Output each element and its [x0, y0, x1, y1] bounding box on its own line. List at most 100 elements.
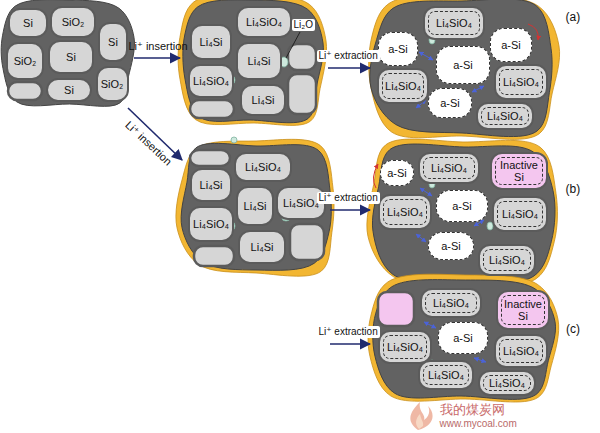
- grain: a-Si: [438, 322, 488, 354]
- phase-label: Li₄SiO₄: [387, 206, 423, 218]
- grain: SiO₂: [50, 6, 96, 38]
- phase-label: Li₄Si: [248, 55, 271, 67]
- annotation: Li⁺ insertion: [122, 118, 174, 167]
- sei-shell: [176, 139, 334, 276]
- phase-label: Si: [66, 51, 76, 63]
- annotation: Li₂O: [292, 19, 315, 31]
- annotation: Li⁺ extraction: [317, 50, 380, 62]
- phase-label: Li₄SiO₄: [246, 16, 282, 28]
- phase-label: Li₄SiO₄: [385, 80, 421, 92]
- phase-label: Li₄SiO₄: [503, 76, 539, 88]
- grain: SiO₂: [96, 66, 129, 102]
- phase-label: Li₄Si: [252, 94, 275, 106]
- grain: Li₄SiO₄: [377, 68, 429, 104]
- grain: [288, 44, 316, 70]
- grain: Li₄Si: [190, 24, 232, 60]
- grain: Si: [46, 78, 92, 102]
- grain: Li₄SiO₄: [423, 6, 485, 40]
- phase-label: Li₄SiO₄: [428, 369, 464, 381]
- matrix: [181, 143, 331, 270]
- grain: Si: [48, 40, 94, 74]
- grain: Li₄SiO₄: [492, 196, 548, 232]
- grain: Inactive Si: [496, 290, 550, 330]
- phase-label: Li₄Si: [200, 179, 223, 191]
- phase-label: Li₄SiO₄: [283, 197, 319, 209]
- sei-shell: [369, 0, 560, 139]
- grain: Li₄SiO₄: [188, 206, 234, 242]
- phase-label: SiO₂: [101, 78, 124, 90]
- sei-shell: [368, 274, 559, 402]
- phase-label: Li₄SiO₄: [431, 162, 467, 174]
- grain: a-Si: [436, 190, 488, 222]
- grain: Li₄Si: [236, 42, 282, 80]
- phase-label: Li₄SiO₄: [487, 110, 523, 122]
- phase-label: Li₄SiO₄: [502, 208, 538, 220]
- watermark: www.mycoal.com: [440, 418, 517, 430]
- phase-label: Li₄SiO₄: [489, 254, 525, 266]
- phase-label: Li₄SiO₄: [245, 161, 281, 173]
- phase-label: a-Si: [452, 200, 472, 212]
- grain: Li₄SiO₄: [234, 152, 292, 182]
- grain: Li₄Si: [240, 84, 286, 116]
- grain: Li₄SiO₄: [494, 64, 548, 100]
- grain: Li₄Si: [236, 186, 274, 226]
- reaction-arrow: [328, 67, 370, 69]
- li2o-phase: [231, 137, 237, 143]
- matrix: [373, 280, 556, 400]
- grain: [190, 100, 234, 118]
- grain: a-Si: [380, 160, 414, 186]
- matrix: [372, 144, 555, 283]
- phase-label: a-Si: [453, 332, 473, 344]
- grain: Li₄SiO₄: [236, 6, 292, 38]
- leader-line: [286, 32, 300, 58]
- phase-label: a-Si: [501, 39, 521, 51]
- grain: SiO₂: [6, 42, 44, 80]
- phase-label: Li₄SiO₄: [436, 17, 472, 29]
- diffusion-arrow: [419, 52, 433, 60]
- grain: [194, 246, 234, 266]
- particle-clusters: [1, 0, 559, 402]
- phase-label: a-Si: [453, 59, 473, 71]
- phase-label: Li₄SiO₄: [503, 345, 539, 357]
- phase-label: Si: [108, 36, 118, 48]
- phase-label: Li₄SiO₄: [193, 218, 229, 230]
- grain: a-Si: [490, 28, 532, 62]
- matrix: [370, 0, 552, 137]
- phase-label: SiO₂: [14, 55, 37, 67]
- grain: a-Si: [436, 46, 490, 84]
- trap-arrow: [373, 164, 378, 188]
- panel-label: (b): [566, 183, 581, 197]
- diffusion-arrow: [474, 358, 486, 362]
- matrix: [183, 0, 324, 123]
- phase-label: a-Si: [388, 43, 408, 55]
- reaction-arrow: [330, 343, 370, 345]
- phase-label: Li₄Si: [200, 36, 223, 48]
- grain: Li₄SiO₄: [476, 102, 534, 130]
- grain: Li₄SiO₄: [494, 334, 548, 368]
- annotation: Li⁺ extraction: [317, 192, 380, 204]
- grain: a-Si: [378, 32, 418, 66]
- grain: Inactive Si: [490, 152, 548, 190]
- phase-label: Si: [64, 84, 74, 96]
- grain: Li₄Si: [238, 230, 286, 264]
- watermark: 我的煤炭网: [440, 403, 505, 418]
- grain: [190, 150, 230, 166]
- grain: Si: [8, 8, 48, 38]
- phase-label: SiO₂: [62, 16, 85, 28]
- grain: Li₄SiO₄: [378, 194, 432, 230]
- phase-label: Si: [23, 17, 33, 29]
- grain: Li₄SiO₄: [188, 64, 234, 98]
- sei-shell: [178, 0, 326, 125]
- reaction-arrow: [330, 209, 370, 211]
- diffusion-arrow: [472, 86, 484, 92]
- grain: Li₄SiO₄: [478, 244, 536, 276]
- phase-label: Li₄SiO₄: [387, 341, 423, 353]
- phase-label: Inactive Si: [494, 159, 544, 183]
- matrix: [1, 0, 134, 106]
- annotation: Li⁺ insertion: [129, 40, 188, 53]
- diffusion-arrow: [416, 234, 426, 242]
- grain: [378, 292, 414, 326]
- grain: Si: [98, 22, 128, 62]
